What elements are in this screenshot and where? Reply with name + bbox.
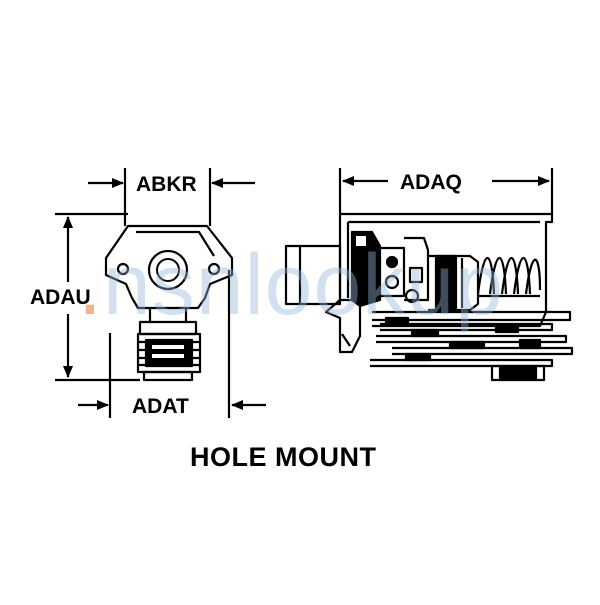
center-bore-outer xyxy=(147,249,189,291)
plunger-pin xyxy=(404,288,420,304)
latch-detail xyxy=(341,333,351,347)
dimension-label-adat: ADAT xyxy=(132,395,189,418)
barrel-shading xyxy=(144,338,194,368)
watermark-dot: . xyxy=(78,237,103,333)
contact-housing xyxy=(380,246,406,298)
spring-coil xyxy=(524,258,542,295)
terminal-lead xyxy=(380,322,554,332)
internal-block xyxy=(350,230,382,308)
plug-stub xyxy=(284,244,342,306)
bottom-terminal xyxy=(490,364,546,382)
watermark-text: nsnlookup xyxy=(102,237,504,333)
lead-tab xyxy=(518,338,542,350)
bottom-terminal-shade xyxy=(498,366,538,380)
plunger xyxy=(404,236,430,302)
diagram-caption: HOLE MOUNT xyxy=(190,442,377,472)
plunger-window xyxy=(408,266,424,284)
spring-coil xyxy=(500,257,520,295)
receptacle-body-outline xyxy=(104,224,234,310)
cylinder-shade xyxy=(434,254,458,312)
body-inner-edge xyxy=(136,230,215,257)
lead-tab xyxy=(494,324,520,334)
contact-pin-ring xyxy=(384,274,400,290)
mounting-hole-right xyxy=(207,262,221,276)
lead-tab xyxy=(410,328,440,338)
barrel-highlight xyxy=(152,345,184,349)
terminal-lead xyxy=(372,310,572,322)
side-view xyxy=(284,168,574,382)
barrel-end xyxy=(142,370,194,382)
internal-slot xyxy=(356,236,366,246)
lead-tab xyxy=(448,340,486,350)
dimension-label-adau: ADAU xyxy=(30,286,91,309)
dimension-label-abkr: ABKR xyxy=(136,173,197,196)
watermark: .nsnlookup xyxy=(78,242,504,328)
outer-shell xyxy=(340,212,554,328)
neck xyxy=(148,308,188,322)
lead-tab xyxy=(384,316,410,326)
spring-coil xyxy=(488,257,508,295)
spring-coil xyxy=(476,257,496,295)
terminal-lead xyxy=(370,358,554,368)
mounting-hole-left xyxy=(116,262,130,276)
front-view xyxy=(55,168,234,418)
center-bore-inner xyxy=(156,258,180,282)
lead-tab xyxy=(404,352,432,362)
barrel-highlight xyxy=(152,354,184,358)
spring-cylinder xyxy=(428,254,480,312)
dimension-label-adaq: ADAQ xyxy=(400,171,462,194)
spring-coil xyxy=(512,257,532,295)
contact-pin xyxy=(385,255,399,269)
